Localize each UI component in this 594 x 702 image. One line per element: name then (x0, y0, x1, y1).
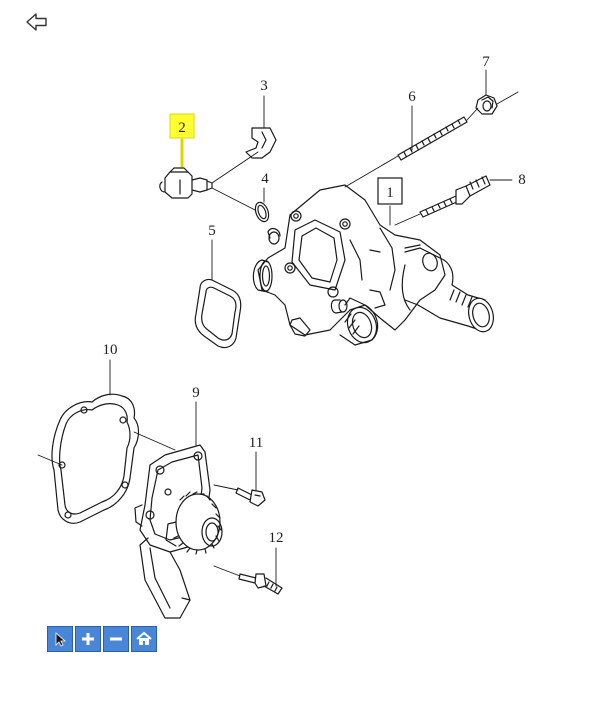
callout-12[interactable]: 12 (269, 530, 284, 546)
callout-1-label: 1 (386, 185, 394, 201)
callout-2-label: 2 (178, 120, 186, 136)
callout-1[interactable]: 1 (377, 177, 403, 205)
plus-icon (82, 633, 94, 645)
callout-4[interactable]: 4 (261, 171, 269, 187)
thermostat-housing (252, 184, 494, 346)
callout-2-highlight (169, 113, 195, 139)
pump-stud-lower (238, 573, 283, 595)
home-icon (136, 631, 152, 645)
retaining-clip (245, 127, 277, 159)
callout-9[interactable]: 9 (192, 385, 200, 401)
pump-gasket (51, 393, 140, 524)
callout-labels: 2 1 3 4 5 6 7 8 9 10 11 12 (103, 54, 526, 546)
select-tool-button[interactable] (47, 626, 73, 652)
callout-2[interactable]: 2 (169, 113, 195, 139)
zoom-out-button[interactable] (103, 626, 129, 652)
callout-1-box (377, 177, 403, 205)
callout-11[interactable]: 11 (249, 435, 263, 451)
o-ring (254, 201, 270, 223)
zoom-in-button[interactable] (75, 626, 101, 652)
temperature-sensor (159, 167, 213, 199)
back-arrow-icon (26, 13, 47, 31)
water-pump (134, 444, 223, 619)
callout-3[interactable]: 3 (260, 78, 268, 94)
leader-lines (37, 69, 519, 587)
callout-5[interactable]: 5 (208, 223, 216, 239)
housing-gasket (194, 278, 242, 349)
callout-7[interactable]: 7 (482, 54, 490, 70)
home-button[interactable] (131, 626, 157, 652)
long-stud (397, 116, 468, 161)
callout-10[interactable]: 10 (103, 342, 118, 358)
hex-nut (475, 94, 498, 115)
back-button[interactable] (24, 10, 50, 34)
flange-bolt (419, 175, 491, 218)
pump-bolt-upper (235, 487, 266, 507)
callout-8[interactable]: 8 (518, 172, 526, 188)
pointer-icon (55, 632, 67, 647)
minus-icon (110, 637, 122, 641)
callout-6[interactable]: 6 (408, 89, 416, 105)
diagram-toolbar (47, 626, 157, 652)
